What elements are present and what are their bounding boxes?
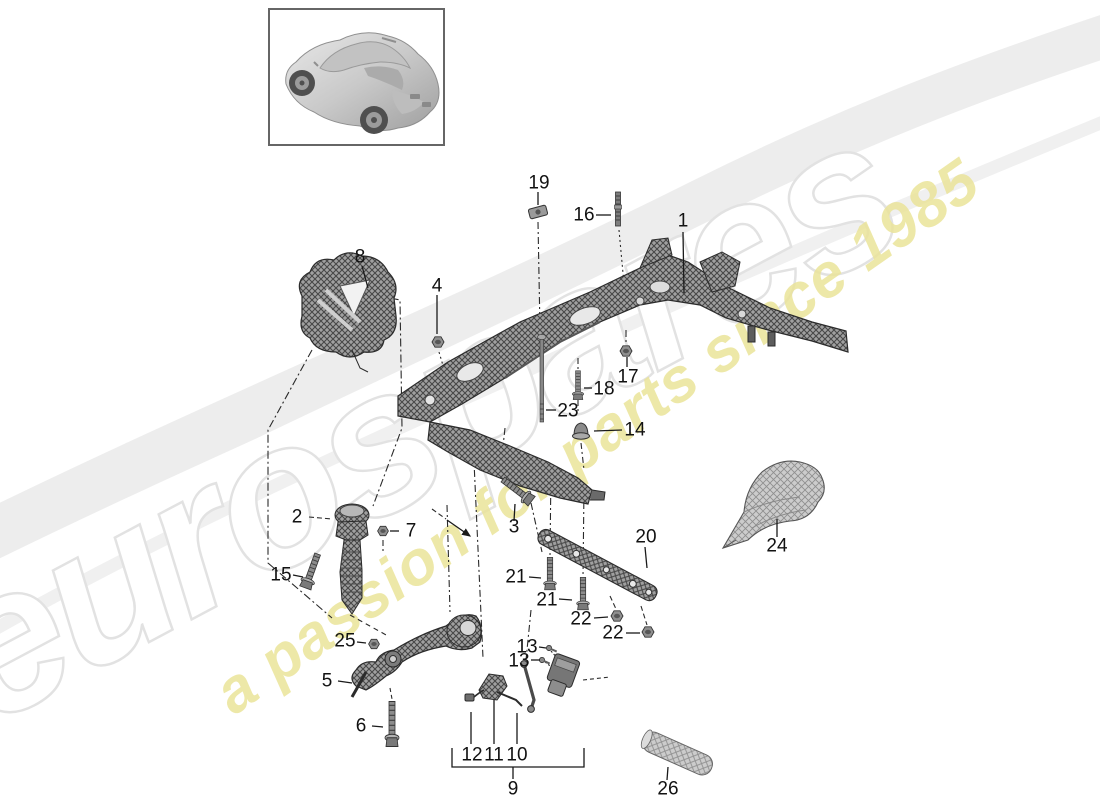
part-5-control-arm[interactable]: [350, 614, 482, 698]
part-10-sensor[interactable]: [543, 653, 581, 699]
part-callout-17[interactable]: 17: [617, 366, 639, 388]
callout-leader-lines: [292, 192, 778, 781]
part-10-link-rod[interactable]: [520, 660, 536, 713]
part-callout-24[interactable]: 24: [766, 535, 788, 557]
part-20-plate[interactable]: [535, 527, 659, 603]
part-callout-19[interactable]: 19: [528, 172, 550, 194]
part-19-clip-nut[interactable]: [527, 204, 549, 220]
part-callout-23[interactable]: 23: [557, 400, 579, 422]
part-callout-26[interactable]: 26: [657, 778, 679, 800]
part-1-cross-member[interactable]: [397, 237, 849, 505]
part-callout-15[interactable]: 15: [270, 564, 292, 586]
part-callout-18[interactable]: 18: [593, 378, 615, 400]
part-callout-14[interactable]: 14: [624, 419, 646, 441]
group-bracket-9: [451, 748, 585, 779]
part-callout-25[interactable]: 25: [334, 630, 356, 652]
part-callout-20[interactable]: 20: [635, 526, 657, 548]
part-callout-21[interactable]: 21: [505, 566, 527, 588]
part-callout-21[interactable]: 21: [536, 589, 558, 611]
part-8-cover[interactable]: [298, 252, 397, 373]
part-12-wire[interactable]: [464, 689, 485, 702]
part-callout-6[interactable]: 6: [355, 715, 367, 737]
part-callout-7[interactable]: 7: [405, 520, 417, 542]
part-callout-13[interactable]: 13: [508, 650, 530, 672]
part-callout-4[interactable]: 4: [431, 275, 443, 297]
part-26-tube[interactable]: [639, 728, 716, 778]
part-callout-11[interactable]: 11: [484, 744, 504, 766]
vehicle-illustration: [285, 32, 440, 134]
part-callout-22[interactable]: 22: [602, 622, 624, 644]
part-callout-12[interactable]: 12: [461, 744, 483, 766]
part-23-long-bolt[interactable]: [537, 334, 547, 423]
part-callout-9[interactable]: 9: [507, 778, 519, 800]
part-callout-22[interactable]: 22: [570, 608, 592, 630]
vehicle-thumbnail[interactable]: [268, 8, 445, 146]
part-16-stud[interactable]: [614, 191, 622, 227]
part-callout-8[interactable]: 8: [354, 246, 366, 268]
part-callout-1[interactable]: 1: [677, 210, 689, 232]
part-callout-10[interactable]: 10: [506, 744, 528, 766]
part-callout-13[interactable]: 13: [516, 636, 538, 658]
direction-arrow: [446, 519, 472, 537]
part-callout-5[interactable]: 5: [321, 670, 333, 692]
part-callout-3[interactable]: 3: [508, 516, 520, 538]
part-14-cap-nut[interactable]: [572, 422, 590, 440]
part-callout-16[interactable]: 16: [573, 204, 595, 226]
part-2-mount[interactable]: [334, 503, 370, 615]
part-11-bracket[interactable]: [478, 673, 523, 707]
part-24-shield[interactable]: [721, 460, 825, 549]
part-callout-2[interactable]: 2: [291, 506, 303, 528]
